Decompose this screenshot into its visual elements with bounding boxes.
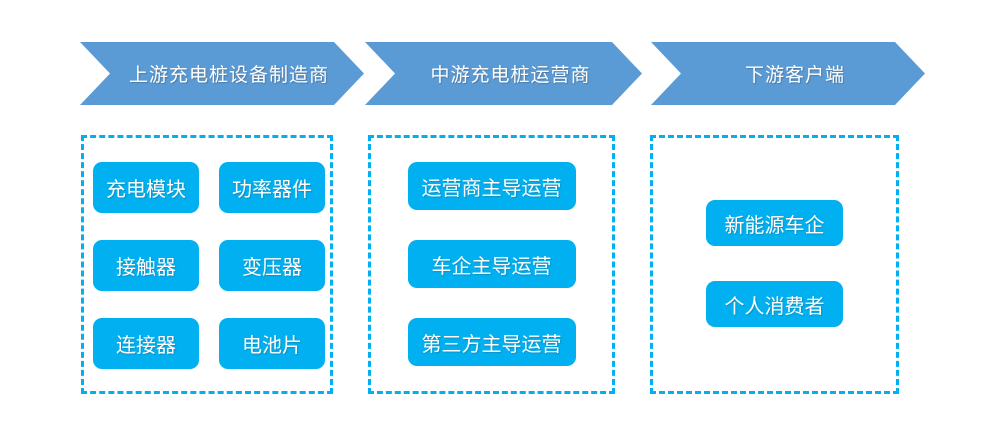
stage-box-upstream: 充电模块 功率器件 接触器 变压器 连接器 电池片 <box>81 135 333 394</box>
node-individual-consumer: 个人消费者 <box>706 281 843 327</box>
stage-arrow-downstream: 下游客户端 <box>651 42 925 105</box>
stage-box-downstream: 新能源车企 个人消费者 <box>650 135 899 394</box>
node-operator-led-operation: 运营商主导运营 <box>407 162 576 210</box>
node-transformer: 变压器 <box>219 240 325 291</box>
stage-arrow-upstream: 上游充电桩设备制造商 <box>80 42 364 105</box>
node-nev-automaker: 新能源车企 <box>706 200 843 246</box>
stage-box-midstream: 运营商主导运营 车企主导运营 第三方主导运营 <box>368 135 615 394</box>
node-connector: 连接器 <box>93 318 199 369</box>
node-automaker-led-operation: 车企主导运营 <box>407 240 576 288</box>
node-contactor: 接触器 <box>93 240 199 291</box>
node-power-devices: 功率器件 <box>219 162 325 213</box>
stage-arrow-midstream: 中游充电桩运营商 <box>365 42 642 105</box>
stage-arrow-midstream-label: 中游充电桩运营商 <box>430 65 591 86</box>
stage-arrow-downstream-label: 下游客户端 <box>744 65 845 86</box>
stage-arrow-upstream-label: 上游充电桩设备制造商 <box>128 65 329 86</box>
node-charging-module: 充电模块 <box>93 162 199 213</box>
node-third-party-led-operation: 第三方主导运营 <box>407 318 576 366</box>
node-battery-cell: 电池片 <box>219 318 325 369</box>
